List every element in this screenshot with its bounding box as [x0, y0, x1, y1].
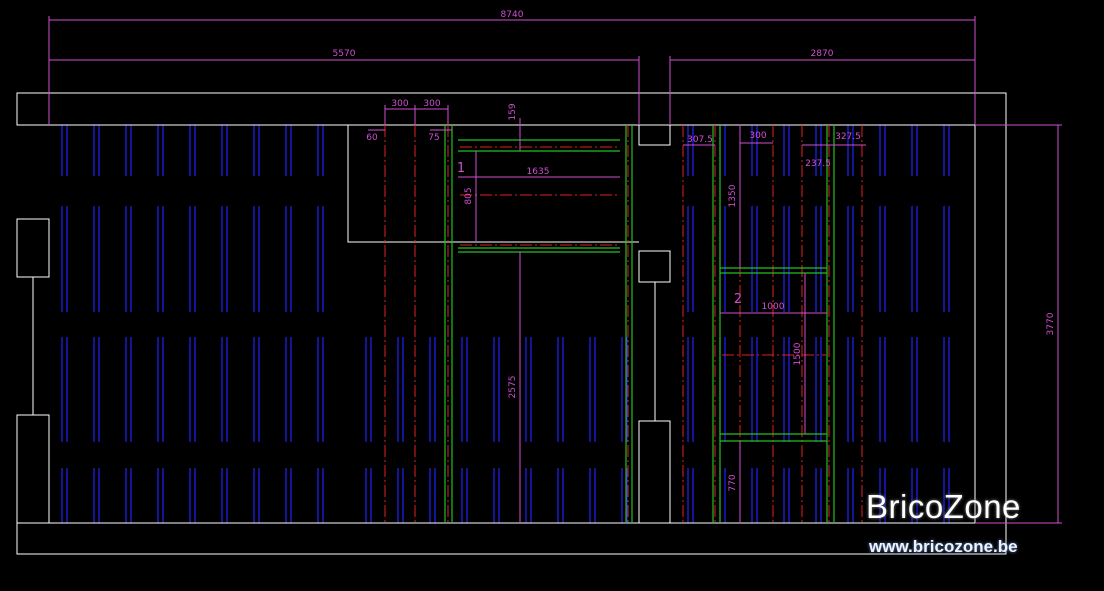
dim-overall: 8740 — [501, 10, 524, 20]
center-pier-low — [638, 420, 671, 524]
stair-void — [347, 125, 639, 243]
center-pier-mid — [638, 250, 671, 283]
dim-spacing-c: 300 — [749, 131, 766, 141]
watermark-brand: BricoZone — [866, 488, 1021, 525]
centerlines — [384, 125, 863, 523]
dimension-lines — [48, 16, 1062, 524]
joist-lines — [61, 125, 950, 523]
dim-offset-327: 327.5 — [835, 132, 861, 142]
watermark-url[interactable]: www.bricozone.be — [869, 537, 1018, 556]
center-pier-top — [638, 124, 671, 146]
outer-wall — [16, 92, 1007, 555]
dim-height-1500: 1500 — [793, 342, 803, 365]
dim-offset-60: 60 — [366, 133, 378, 143]
dim-height-805: 805 — [464, 187, 474, 204]
dim-left-span: 5570 — [333, 49, 356, 59]
left-pier-upper — [16, 218, 50, 278]
dim-spacing-b: 300 — [423, 99, 440, 109]
opening-label-2: 2 — [734, 292, 742, 307]
dim-width-1000: 1000 — [762, 302, 785, 312]
dim-right-span: 2870 — [811, 49, 834, 59]
dim-offset-237: 237.5 — [805, 159, 831, 169]
dim-height: 3770 — [1046, 312, 1056, 335]
opening-label-1: 1 — [457, 161, 465, 176]
dim-gap-159: 159 — [508, 103, 518, 120]
dim-width-1635: 1635 — [527, 167, 550, 177]
dim-offset-75: 75 — [428, 133, 439, 143]
dim-spacing-a: 300 — [391, 99, 408, 109]
trimmer-profiles — [444, 125, 835, 523]
dim-height-1350: 1350 — [728, 184, 738, 207]
wall-outline — [16, 92, 1007, 555]
dim-offset-307: 307.5 — [687, 135, 713, 145]
dim-height-770: 770 — [728, 474, 738, 491]
left-pier-lower — [16, 414, 50, 524]
dim-height-2575: 2575 — [508, 376, 518, 399]
